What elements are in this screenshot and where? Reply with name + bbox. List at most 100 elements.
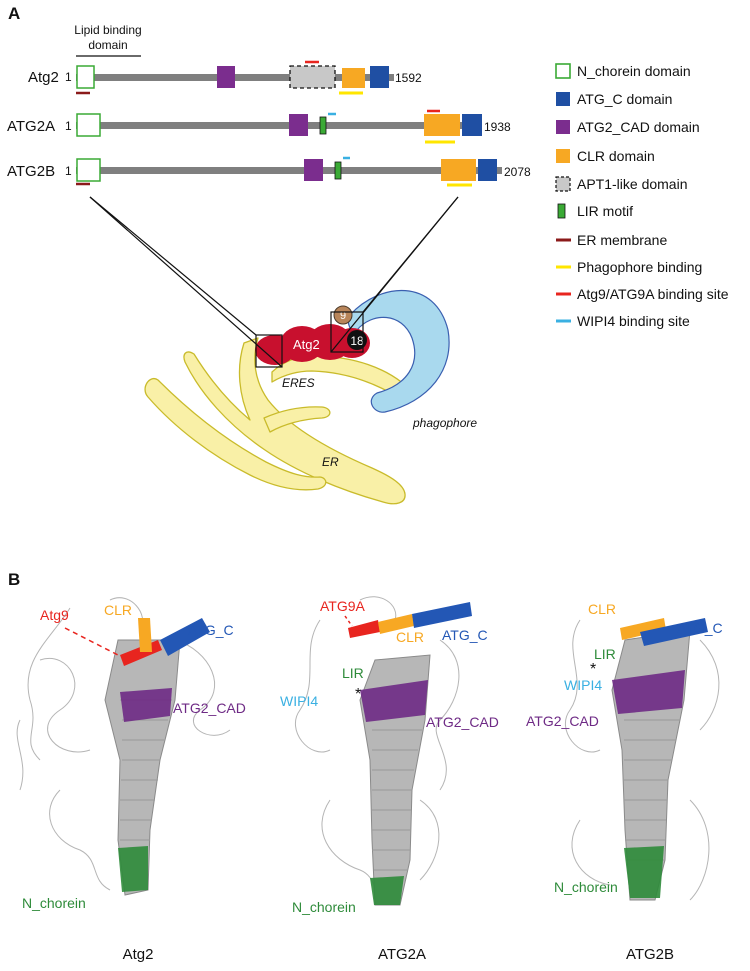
strand-lines — [372, 729, 422, 871]
legend-label: LIR motif — [577, 203, 633, 219]
protein-name: ATG2B — [7, 163, 55, 180]
atg2-schematic-label: Atg2 — [293, 337, 320, 352]
atg2-cad-domain — [217, 66, 235, 88]
label-lir: LIR — [342, 665, 364, 681]
lir-asterisk: * — [355, 686, 361, 703]
atg9-badge-label: 9 — [340, 310, 346, 322]
label-n-chorein: N_chorein — [22, 895, 86, 911]
structure-caption: ATG2B — [626, 946, 674, 963]
legend-label: CLR domain — [577, 148, 655, 164]
clr-domain — [424, 114, 460, 136]
cad-region — [360, 680, 428, 722]
atg2-cad-domain — [304, 159, 323, 181]
atg-c-helix — [160, 618, 210, 656]
legend-label: APT1-like domain — [577, 176, 688, 192]
end-residue: 2078 — [504, 165, 531, 179]
structure-atg2b: CLR ATG_C LIR * WIPI4 ATG2_CAD N_chorein… — [526, 601, 723, 963]
legend-item: LIR motif — [557, 203, 633, 219]
legend-swatch-apt1 — [555, 176, 571, 192]
legend-item: N_chorein domain — [555, 63, 691, 79]
atg18-badge — [347, 330, 367, 350]
label-atg9a: ATG9A — [320, 598, 366, 614]
legend-swatch-cad — [556, 120, 570, 134]
protein-name: ATG2A — [7, 118, 55, 135]
lipid-binding-label-line2: domain — [88, 38, 127, 52]
clr-domain — [441, 159, 476, 181]
zoom-box-left — [255, 334, 283, 368]
clr-helix — [138, 618, 152, 652]
n-chorein-region — [624, 846, 664, 898]
atg2-protein-shape — [255, 324, 370, 365]
clr-helix — [378, 614, 414, 634]
label-atg-c: ATG_C — [188, 622, 234, 638]
domain-bar-atg2a: ATG2A 1 1938 — [7, 109, 511, 144]
backbone-bar — [76, 167, 502, 174]
er-main-sheet — [183, 337, 406, 505]
legend-label: Atg9/ATG9A binding site — [577, 286, 729, 302]
connector-left — [89, 196, 257, 336]
protein-name: Atg2 — [28, 69, 59, 86]
backbone-bar — [76, 122, 481, 129]
label-wipi4: WIPI4 — [564, 677, 602, 693]
atg-c-domain — [478, 159, 497, 181]
panel-a-label: A — [8, 4, 20, 23]
clr-helix — [620, 618, 666, 640]
connector-right-lower — [330, 196, 459, 353]
lir-motif — [319, 116, 327, 135]
lir-asterisk: * — [590, 661, 596, 678]
legend-swatch-atg-c — [556, 92, 570, 106]
lipid-binding-label-line1: Lipid binding — [74, 23, 141, 37]
start-residue: 1 — [65, 164, 72, 178]
n-chorein-domain — [76, 158, 101, 182]
legend-item: ER membrane — [556, 232, 667, 248]
eres-label: ERES — [282, 376, 315, 390]
structure-atg2: Atg9 CLR ATG_C ATG2_CAD N_chorein Atg2 — [16, 597, 246, 963]
clr-domain — [342, 68, 365, 88]
atg18-badge-label: 18 — [350, 334, 364, 348]
legend-item: WIPI4 binding site — [556, 313, 690, 329]
cad-region — [612, 670, 685, 714]
legend-item: ATG_C domain — [556, 91, 672, 107]
label-atg-c: ATG_C — [442, 627, 488, 643]
label-atg9: Atg9 — [40, 607, 69, 623]
legend-swatch-lir — [557, 203, 566, 219]
er-lower-tubule — [144, 377, 327, 491]
legend-label: WIPI4 binding site — [577, 313, 690, 329]
label-cad: ATG2_CAD — [173, 700, 246, 716]
structure-atg2a: ATG9A CLR ATG_C LIR * WIPI4 ATG2_CAD N_c… — [280, 596, 499, 963]
legend-label: Phagophore binding — [577, 259, 702, 275]
legend: N_chorein domain ATG_C domain ATG2_CAD d… — [555, 63, 729, 329]
structure-loops — [16, 597, 231, 891]
structure-caption: Atg2 — [123, 946, 154, 963]
er-label: ER — [322, 455, 339, 469]
connector-left-lower — [89, 196, 283, 368]
atg2-cad-domain — [289, 114, 308, 136]
legend-item: Phagophore binding — [556, 259, 702, 275]
cad-region — [120, 688, 172, 722]
atg-c-domain — [462, 114, 482, 136]
atg9-badge — [333, 305, 353, 325]
label-cad: ATG2_CAD — [526, 713, 599, 729]
er-mid-tubule — [263, 406, 331, 433]
er-membrane-schematic — [144, 337, 410, 505]
label-cad: ATG2_CAD — [426, 714, 499, 730]
legend-item: ATG2_CAD domain — [556, 119, 700, 135]
start-residue: 1 — [65, 119, 72, 133]
panel-b-label: B — [8, 570, 20, 589]
label-n-chorein: N_chorein — [292, 899, 356, 915]
n-chorein-region — [370, 876, 404, 905]
atg-c-helix — [412, 602, 472, 628]
legend-label: ER membrane — [577, 232, 667, 248]
atg-c-helix — [640, 618, 708, 646]
legend-label: ATG2_CAD domain — [577, 119, 700, 135]
domain-bar-atg2: Atg2 1 1592 — [28, 60, 422, 95]
label-wipi4: WIPI4 — [280, 693, 318, 709]
atg9-pointer — [64, 627, 119, 656]
legend-swatch-clr — [556, 149, 570, 163]
legend-label: ATG_C domain — [577, 91, 672, 107]
lir-motif — [334, 161, 342, 180]
start-residue: 1 — [65, 70, 72, 84]
n-chorein-domain — [76, 113, 101, 137]
structure-loops — [564, 619, 720, 901]
